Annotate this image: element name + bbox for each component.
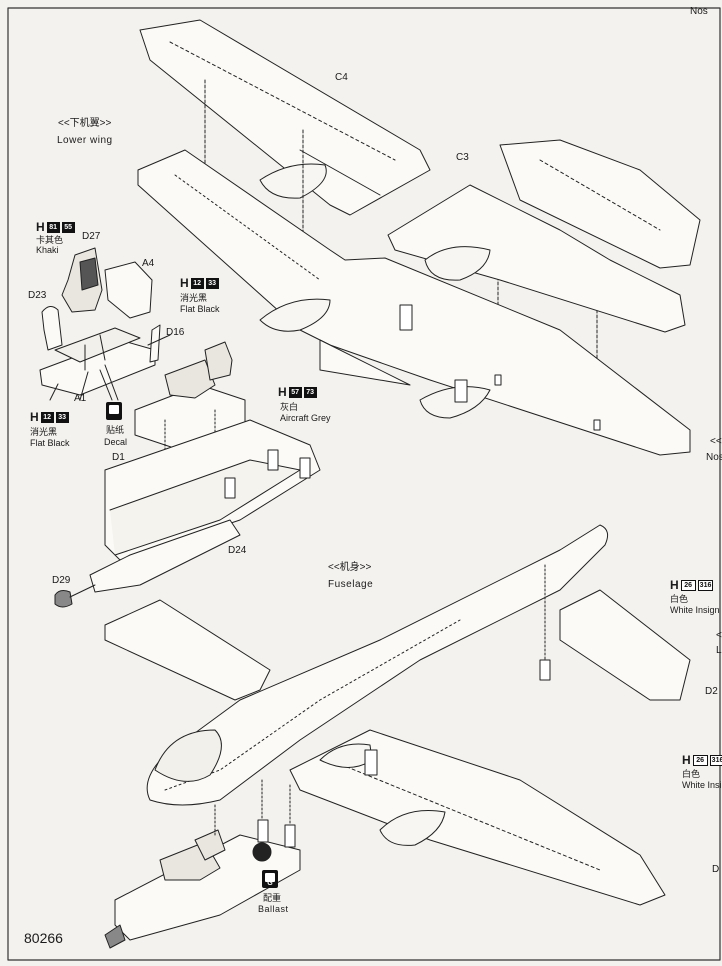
decal-label-zh: 贴纸 [106,425,125,435]
paint-name-en-white-insignia-2: White Insi [682,780,722,790]
upper-wing-c4-drawing [139,19,431,216]
part-label-d27: D27 [82,231,101,242]
paint-name-zh-khaki: 卡其色 [36,235,64,245]
cockpit-parts-drawing [39,247,171,401]
ballast-icon-letter: G [267,880,273,887]
document-number: 80266 [24,930,63,946]
paint-name-zh-white-insignia-1: 白色 [670,594,689,604]
ballast-icon: G [262,870,278,888]
paint-code-letter: H [180,276,189,290]
decal-label-en: Decal [104,437,128,447]
lower-wing-heading-zh: <<下机翼>> [58,118,112,129]
paint-code-number: 26 [692,754,708,766]
part-label-d23: D23 [28,290,47,301]
paint-code-number: 73 [303,386,317,398]
paint-name-zh-flat-black-left: 消光黑 [30,427,58,437]
wing-c3-drawing [387,139,701,431]
fuselage-assembly-drawing [104,524,691,906]
paint-name-en-flat-black-left: Flat Black [30,438,70,448]
paint-code-number: 81 [46,221,60,233]
edge-cut-angle: << [710,436,722,447]
paint-code-number: 12 [190,277,204,289]
paint-code-letter: H [670,578,679,592]
paint-code-white-insignia-1: H 26 316 [670,578,714,592]
paint-code-letter: H [30,410,39,424]
paint-code-white-insignia-2: H 26 316 [682,753,722,767]
paint-name-zh-white-insignia-2: 白色 [682,769,701,779]
part-label-a1: A1 [74,393,87,404]
fuselage-half-drawing [54,419,321,608]
edge-cut-nose-top: Nos [690,6,708,17]
paint-code-letter: H [278,385,287,399]
paint-name-en-white-insignia-1: White Insign [670,605,720,615]
paint-code-number: 12 [40,411,54,423]
paint-code-number: 316 [697,579,714,591]
ballast-label-zh: 配重 [263,893,282,903]
edge-cut-l: L [716,645,722,656]
ballast-label-en: Ballast [258,904,289,914]
paint-code-number: 33 [55,411,69,423]
paint-code-flat-black-top: H 12 33 [180,276,219,290]
paint-name-zh-aircraft-grey: 灰白 [280,402,299,412]
paint-code-number: 33 [205,277,219,289]
fuselage-heading-en: Fuselage [328,579,374,590]
paint-name-en-khaki: Khaki [36,245,59,255]
paint-name-en-flat-black-top: Flat Black [180,304,220,314]
part-label-d16: D16 [166,327,185,338]
page-border [7,7,721,961]
paint-name-en-aircraft-grey: Aircraft Grey [280,413,331,423]
part-label-c4: C4 [335,72,348,83]
lower-wing-heading-en: Lower wing [57,135,113,146]
lower-wing-drawing [137,149,691,456]
fuselage-heading-zh: <<机身>> [328,562,372,573]
edge-cut-angle-2: << [716,630,722,641]
part-label-d24: D24 [228,545,247,556]
lower-fuselage-drawing [104,779,301,949]
paint-code-aircraft-grey: H 57 73 [278,385,317,399]
paint-code-flat-black-left: H 12 33 [30,410,69,424]
paint-code-khaki: H 81 55 [36,220,75,234]
paint-code-letter: H [682,753,691,767]
part-label-d29: D29 [52,575,71,586]
part-label-d-edge: D [712,864,720,875]
paint-name-zh-flat-black-top: 消光黑 [180,293,208,303]
paint-code-number: 55 [61,221,75,233]
part-label-a4: A4 [142,258,155,269]
edge-cut-nose: Nos [706,452,722,463]
decal-icon [106,402,122,420]
part-label-d1: D1 [112,452,125,463]
paint-code-number: 57 [288,386,302,398]
paint-code-number: 316 [709,754,722,766]
part-label-c3: C3 [456,152,469,163]
part-label-d2: D2 [705,686,718,697]
paint-code-letter: H [36,220,45,234]
paint-code-number: 26 [680,579,696,591]
